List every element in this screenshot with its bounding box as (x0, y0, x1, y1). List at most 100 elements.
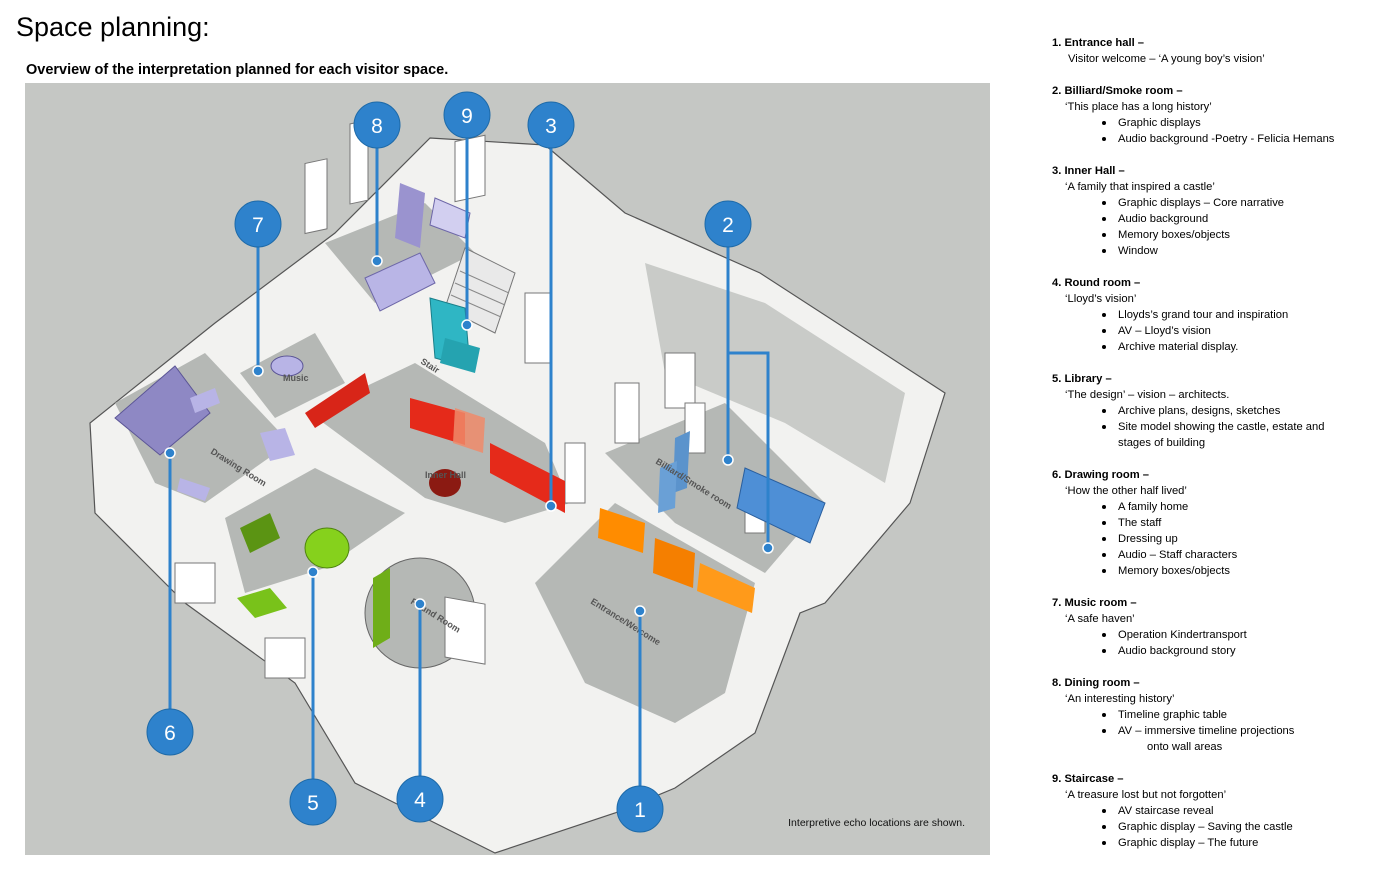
plan-caption: Interpretive echo locations are shown. (788, 817, 965, 829)
display-inner-hall-red (305, 373, 565, 513)
legend-bullets: Operation Kindertransport Audio backgrou… (1052, 627, 1372, 659)
legend-bullet: AV – immersive timeline projections (1102, 723, 1372, 739)
legend-heading: 8. Dining room – (1052, 677, 1140, 689)
marker-3[interactable]: 3 (527, 101, 575, 149)
legend-entry-round-room: 4. Round room – ‘Lloyd’s vision’ Lloyds’… (1052, 275, 1372, 355)
display-library-green (237, 513, 390, 648)
legend-tagline: ‘The design’ – vision – architects. (1065, 389, 1230, 401)
legend-tagline: ‘This place has a long history’ (1065, 101, 1212, 113)
legend-tagline: ‘Lloyd’s vision’ (1065, 293, 1137, 305)
page-title: Space planning: (16, 12, 210, 42)
marker-5-label: 5 (307, 792, 319, 815)
legend-tagline: Visitor welcome – ‘A young boy’s vision’ (1068, 53, 1265, 65)
legend-entry-dining-room: 8. Dining room – ‘An interesting history… (1052, 675, 1372, 755)
legend-bullet: Lloyds’s grand tour and inspiration (1102, 307, 1372, 323)
page-subtitle: Overview of the interpretation planned f… (26, 62, 449, 78)
display-music-table (270, 355, 304, 377)
legend-tagline: ‘A family that inspired a castle’ (1065, 181, 1215, 193)
legend-bullet-continuation: stages of building (1118, 437, 1206, 449)
legend-heading: 3. Inner Hall – (1052, 165, 1125, 177)
legend-bullet: A family home (1102, 499, 1372, 515)
legend-bullet: Audio background -Poetry - Felicia Heman… (1102, 131, 1372, 147)
legend-bullets: Archive plans, designs, sketches Site mo… (1052, 403, 1372, 451)
room-label-music: Music (283, 373, 309, 383)
marker-8[interactable]: 8 (353, 101, 401, 149)
marker-6[interactable]: 6 (146, 708, 194, 756)
legend-bullet: Audio background story (1102, 643, 1372, 659)
legend-bullet: Site model showing the castle, estate an… (1102, 419, 1372, 435)
legend: 1. Entrance hall – Visitor welcome – ‘A … (1052, 35, 1372, 867)
legend-bullet: AV staircase reveal (1102, 803, 1372, 819)
legend-bullet: Dressing up (1102, 531, 1372, 547)
legend-entry-billiard-room: 2. Billiard/Smoke room – ‘This place has… (1052, 83, 1372, 147)
marker-1-label: 1 (634, 799, 646, 822)
floor-inner-hall (310, 363, 570, 523)
legend-bullet: Window (1102, 243, 1372, 259)
marker-6-label: 6 (164, 722, 176, 745)
legend-heading: 2. Billiard/Smoke room – (1052, 85, 1183, 97)
marker-4-label: 4 (414, 789, 426, 812)
legend-bullet: Graphic display – Saving the castle (1102, 819, 1372, 835)
marker-2[interactable]: 2 (704, 200, 752, 248)
marker-9[interactable]: 9 (443, 91, 491, 139)
marker-8-label: 8 (371, 115, 383, 138)
legend-bullet: Operation Kindertransport (1102, 627, 1372, 643)
legend-bullet: Timeline graphic table (1102, 707, 1372, 723)
legend-heading: 7. Music room – (1052, 597, 1137, 609)
marker-7[interactable]: 7 (234, 200, 282, 248)
floor-east-wing (645, 263, 905, 483)
legend-bullet: Audio background (1102, 211, 1372, 227)
floor-library (225, 468, 405, 593)
legend-bullets: Timeline graphic table AV – immersive ti… (1052, 707, 1372, 755)
display-billiard-blue (658, 431, 826, 544)
legend-entry-music-room: 7. Music room – ‘A safe haven’ Operation… (1052, 595, 1372, 659)
legend-heading: 5. Library – (1052, 373, 1112, 385)
legend-bullets: AV staircase reveal Graphic display – Sa… (1052, 803, 1372, 851)
legend-bullet: The staff (1102, 515, 1372, 531)
legend-bullets: Graphic displays – Core narrative Audio … (1052, 195, 1372, 259)
legend-bullet: Graphic displays – Core narrative (1102, 195, 1372, 211)
legend-bullet: Memory boxes/objects (1102, 563, 1372, 579)
legend-tagline: ‘An interesting history’ (1065, 693, 1175, 705)
floor-billiard-room (605, 403, 825, 573)
legend-entry-staircase: 9. Staircase – ‘A treasure lost but not … (1052, 771, 1372, 851)
legend-bullet: Graphic displays (1102, 115, 1372, 131)
legend-heading: 1. Entrance hall – (1052, 37, 1145, 49)
display-dining-purple (364, 183, 471, 312)
legend-bullet: Archive material display. (1102, 339, 1372, 355)
legend-bullet: AV – Lloyd’s vision (1102, 323, 1372, 339)
legend-heading: 4. Round room – (1052, 277, 1141, 289)
legend-bullet: Archive plans, designs, sketches (1102, 403, 1372, 419)
legend-bullet: Memory boxes/objects (1102, 227, 1372, 243)
display-staircase-cyan (429, 297, 480, 373)
legend-entry-entrance-hall: 1. Entrance hall – Visitor welcome – ‘A … (1052, 35, 1372, 67)
marker-4[interactable]: 4 (396, 775, 444, 823)
legend-heading: 6. Drawing room – (1052, 469, 1149, 481)
legend-tagline: ‘A safe haven’ (1065, 613, 1135, 625)
legend-tagline: ‘A treasure lost but not forgotten’ (1065, 789, 1227, 801)
legend-heading: 9. Staircase – (1052, 773, 1124, 785)
marker-9-label: 9 (461, 105, 473, 128)
marker-5[interactable]: 5 (289, 778, 337, 826)
floor-plan-panel: Drawing Room Entrance/Welcome Round Room… (25, 83, 990, 855)
echo-location-dots (164, 255, 774, 617)
display-drawing-purple (114, 365, 295, 501)
legend-tagline: ‘How the other half lived’ (1065, 485, 1187, 497)
marker-2-label: 2 (722, 214, 734, 237)
legend-bullets: A family home The staff Dressing up Audi… (1052, 499, 1372, 579)
legend-bullet: Graphic display – The future (1102, 835, 1372, 851)
wall-blocks (174, 119, 766, 679)
marker-1[interactable]: 1 (616, 785, 664, 833)
legend-bullet: Audio – Staff characters (1102, 547, 1372, 563)
legend-bullets: Graphic displays Audio background -Poetr… (1052, 115, 1372, 147)
room-label-inner-hall: Inner Hall (425, 470, 466, 480)
legend-entry-inner-hall: 3. Inner Hall – ‘A family that inspired … (1052, 163, 1372, 259)
marker-3-label: 3 (545, 115, 557, 138)
floor-plan-illustration: Drawing Room Entrance/Welcome Round Room… (89, 91, 946, 854)
legend-bullets: Lloyds’s grand tour and inspiration AV –… (1052, 307, 1372, 355)
legend-entry-library: 5. Library – ‘The design’ – vision – arc… (1052, 371, 1372, 451)
marker-7-label: 7 (252, 214, 264, 237)
marker-leader-lines (168, 135, 770, 789)
legend-bullet-continuation: onto wall areas (1147, 741, 1223, 753)
display-entrance-orange (598, 508, 755, 613)
